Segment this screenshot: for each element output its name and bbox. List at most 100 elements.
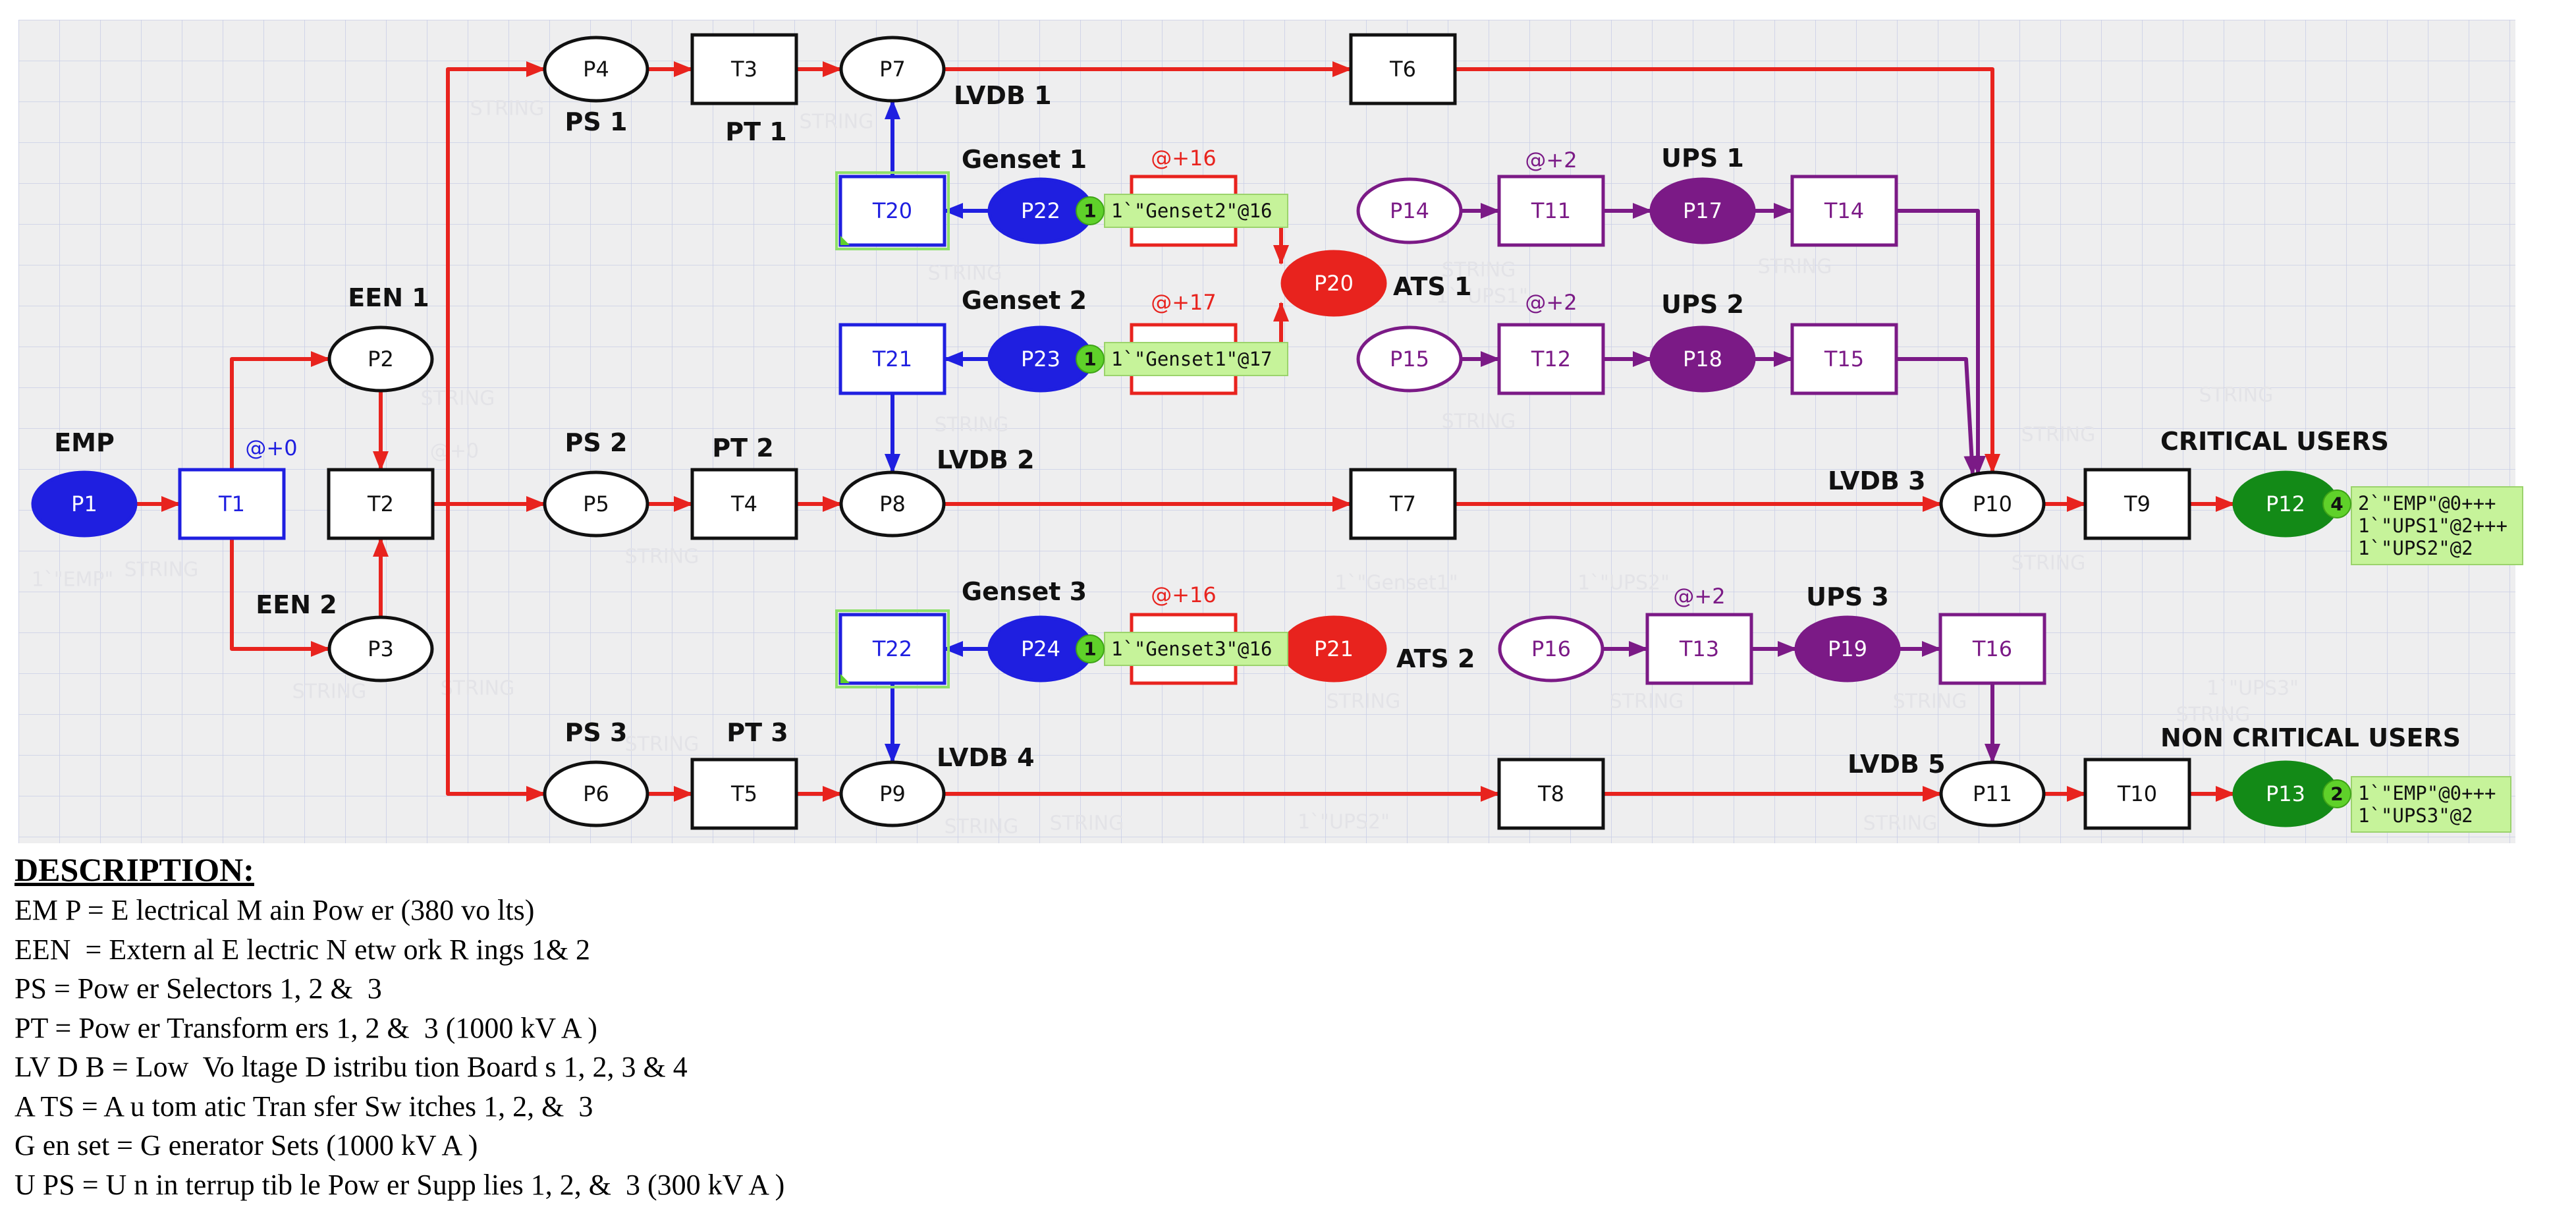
transition-t11[interactable]: T11@+2 — [1497, 148, 1605, 247]
place-id: P2 — [368, 347, 394, 372]
place-id: P3 — [368, 636, 394, 661]
label-p18: UPS 2 — [1661, 290, 1744, 319]
description-line-emp: EM P = E lectrical M ain Pow er (380 vo … — [14, 894, 535, 926]
transition-id: T8 — [1537, 781, 1564, 806]
token-box-bg — [1104, 194, 1288, 228]
description-panel: DESCRIPTION: EM P = E lectrical M ain Po… — [14, 849, 1990, 1204]
place-shape — [1498, 615, 1604, 683]
transition-shape — [1497, 758, 1605, 830]
place-p14[interactable]: P14 — [1356, 177, 1463, 244]
place-p13[interactable]: P13 — [2232, 760, 2339, 827]
token-count-badge — [1076, 345, 1105, 374]
place-p21[interactable]: P21 — [1280, 615, 1387, 683]
place-p7[interactable]: P7 — [839, 36, 946, 103]
place-p19[interactable]: P19 — [1794, 615, 1901, 683]
faint-label: STRING — [1863, 812, 1938, 835]
transition-t3[interactable]: T3 — [690, 33, 798, 105]
transition-shape — [178, 468, 286, 540]
place-p10[interactable]: P10 — [1939, 470, 2046, 538]
enabled-corner-mark — [840, 674, 850, 683]
place-id: P4 — [583, 57, 609, 82]
place-p9[interactable]: P9 — [839, 760, 946, 827]
label-p3: EEN 2 — [256, 590, 337, 619]
transition-t14[interactable]: T14 — [1790, 175, 1898, 247]
label-p6: PS 3 — [565, 718, 628, 747]
faint-label: STRING — [800, 111, 874, 134]
place-p3[interactable]: P3 — [327, 615, 434, 683]
transition-t8[interactable]: T8 — [1497, 758, 1605, 830]
label-p23: Genset 2 — [962, 286, 1087, 315]
transition-delay: @+2 — [1525, 290, 1577, 315]
transition-t6[interactable]: T6 — [1349, 33, 1457, 105]
transition-t22[interactable]: T22 — [835, 609, 950, 688]
transition-t13[interactable]: T13@+2 — [1645, 584, 1753, 685]
label-p1: EMP — [54, 428, 115, 457]
transition-delay: @+2 — [1673, 584, 1725, 609]
description-title: DESCRIPTION: — [14, 851, 254, 888]
transition-id: T4 — [730, 491, 757, 516]
transition-t16[interactable]: T16 — [1938, 613, 2046, 685]
place-p2[interactable]: P2 — [327, 325, 434, 393]
place-id: P18 — [1683, 347, 1722, 372]
transition-t2[interactable]: T2 — [327, 468, 435, 540]
place-id: P15 — [1390, 347, 1429, 372]
transition-id: T3 — [730, 57, 757, 82]
faint-labels-layer: STRINGSTRINGSTRINGSTRINGSTRINGSTRINGSTRI… — [32, 98, 2299, 839]
label-t4: PT 2 — [712, 433, 773, 462]
transition-t4[interactable]: T4 — [690, 468, 798, 540]
token-box-bg — [2351, 486, 2523, 565]
token-boxes-layer: 1`"Genset2"@1611`"Genset1"@1711`"Genset3… — [1076, 194, 2523, 833]
transition-shape — [1790, 175, 1898, 247]
label-p21: ATS 2 — [1396, 644, 1475, 673]
transition-id: T9 — [2124, 491, 2151, 516]
transition-t10[interactable]: T10 — [2083, 758, 2191, 830]
place-p5[interactable]: P5 — [543, 470, 649, 538]
place-shape — [1356, 177, 1463, 244]
faint-label: STRING — [1442, 259, 1516, 282]
description-line-ats: A TS = A u tom atic Tran sfer Sw itches … — [14, 1090, 593, 1123]
transition-t5[interactable]: T5 — [690, 758, 798, 830]
place-id: P17 — [1683, 198, 1722, 223]
faint-label: 1`"Genset1" — [1334, 572, 1458, 595]
place-p4[interactable]: P4 — [543, 36, 649, 103]
arc-t15-to-p10 — [1896, 357, 1980, 476]
arcs-layer — [136, 61, 2235, 802]
transition-shape — [1349, 468, 1457, 540]
place-id: P1 — [71, 491, 97, 516]
place-id: P9 — [879, 781, 906, 806]
place-p1[interactable]: P1 — [31, 470, 138, 538]
transition-id: T22 — [872, 636, 912, 661]
place-p15[interactable]: P15 — [1356, 325, 1463, 393]
transition-t1[interactable]: T1@+0 — [178, 435, 298, 540]
token-line: 1`"EMP"@0+++ — [2358, 782, 2496, 804]
transition-t7[interactable]: T7 — [1349, 468, 1457, 540]
place-p6[interactable]: P6 — [543, 760, 649, 827]
place-p24[interactable]: P24 — [987, 615, 1094, 683]
transition-t21[interactable]: T21 — [838, 323, 946, 395]
transition-t15[interactable]: T15 — [1790, 323, 1898, 395]
transition-t9[interactable]: T9 — [2083, 468, 2191, 540]
place-p18[interactable]: P18 — [1649, 325, 1756, 393]
place-p12[interactable]: P12 — [2232, 470, 2339, 538]
faint-label: STRING — [935, 414, 1009, 437]
description-line-lvdb: LV D B = Low Vo ltage D istribu tion Boa… — [14, 1051, 688, 1083]
place-p17[interactable]: P17 — [1649, 177, 1756, 244]
place-p20[interactable]: P20 — [1280, 250, 1387, 317]
description-line-pt: PT = Pow er Transform ers 1, 2 & 3 (1000… — [14, 1011, 597, 1044]
place-shape — [327, 615, 434, 683]
place-p23[interactable]: P23 — [987, 325, 1094, 393]
transition-id: T15 — [1824, 347, 1864, 372]
transition-id: T1 — [218, 491, 245, 516]
faint-label: STRING — [1442, 410, 1516, 433]
transition-t12[interactable]: T12@+2 — [1497, 290, 1605, 395]
faint-label: STRING — [441, 677, 515, 700]
place-p11[interactable]: P11 — [1939, 760, 2046, 827]
place-id: P16 — [1531, 636, 1571, 661]
transition-shape — [1497, 323, 1605, 395]
transition-t20[interactable]: T20 — [835, 171, 950, 250]
transition-id: T10 — [2117, 781, 2157, 806]
token-box-genset2: 1`"Genset2"@161 — [1076, 194, 1288, 228]
place-p16[interactable]: P16 — [1498, 615, 1604, 683]
place-p8[interactable]: P8 — [839, 470, 946, 538]
token-line: 1`"UPS3"@2 — [2358, 804, 2473, 827]
